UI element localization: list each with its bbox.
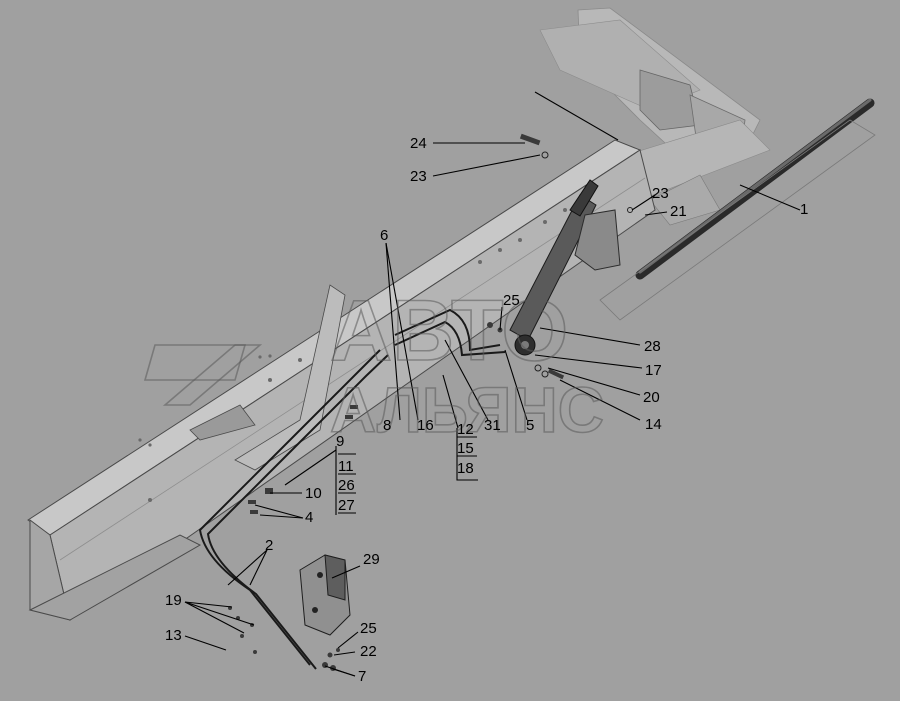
- callout-4: 4: [305, 509, 313, 526]
- callout-15: 15: [457, 440, 474, 457]
- callout-29: 29: [363, 551, 380, 568]
- fasteners: [228, 133, 633, 671]
- callout-20: 20: [643, 389, 660, 406]
- callout-25: 25: [503, 292, 520, 309]
- callout-24: 24: [410, 135, 427, 152]
- callout-31: 31: [484, 417, 501, 434]
- callout-2: 2: [265, 537, 273, 554]
- callout-10: 10: [305, 485, 322, 502]
- callout-7: 7: [358, 668, 366, 685]
- callout-19: 19: [165, 592, 182, 609]
- callout-22: 22: [360, 643, 377, 660]
- callout-14: 14: [645, 416, 662, 433]
- leader-lines: [184, 91, 801, 677]
- callout-labels: 24 23 23 21 1 6 25 28 17 20 14 8 16 31 5…: [165, 135, 808, 685]
- callout-8: 8: [383, 417, 391, 434]
- callout-27: 27: [338, 497, 355, 514]
- callout-23-b: 23: [652, 185, 669, 202]
- callout-25-b: 25: [360, 620, 377, 637]
- callout-12: 12: [457, 421, 474, 438]
- callout-5: 5: [526, 417, 534, 434]
- watermark: АВТО АЛЬЯНС: [143, 282, 605, 447]
- watermark-line-2: АЛЬЯНС: [330, 374, 604, 446]
- callout-23: 23: [410, 168, 427, 185]
- upper-frame-section: [539, 7, 771, 226]
- callout-13: 13: [165, 627, 182, 644]
- callout-1: 1: [800, 201, 808, 218]
- callout-9: 9: [336, 433, 344, 450]
- watermark-line-1: АВТО: [330, 283, 568, 379]
- callout-separators: [338, 436, 477, 514]
- callout-16: 16: [417, 417, 434, 434]
- callout-26: 26: [338, 477, 355, 494]
- hoses: [198, 308, 506, 670]
- hydraulic-cylinder: [509, 179, 621, 356]
- callout-17: 17: [645, 362, 662, 379]
- callout-18: 18: [457, 460, 474, 477]
- callout-11: 11: [338, 458, 354, 475]
- rod-part-1: [599, 98, 876, 321]
- valve-block: [299, 554, 351, 636]
- callout-6: 6: [380, 227, 388, 244]
- callout-28: 28: [644, 338, 661, 355]
- callout-21: 21: [670, 203, 687, 220]
